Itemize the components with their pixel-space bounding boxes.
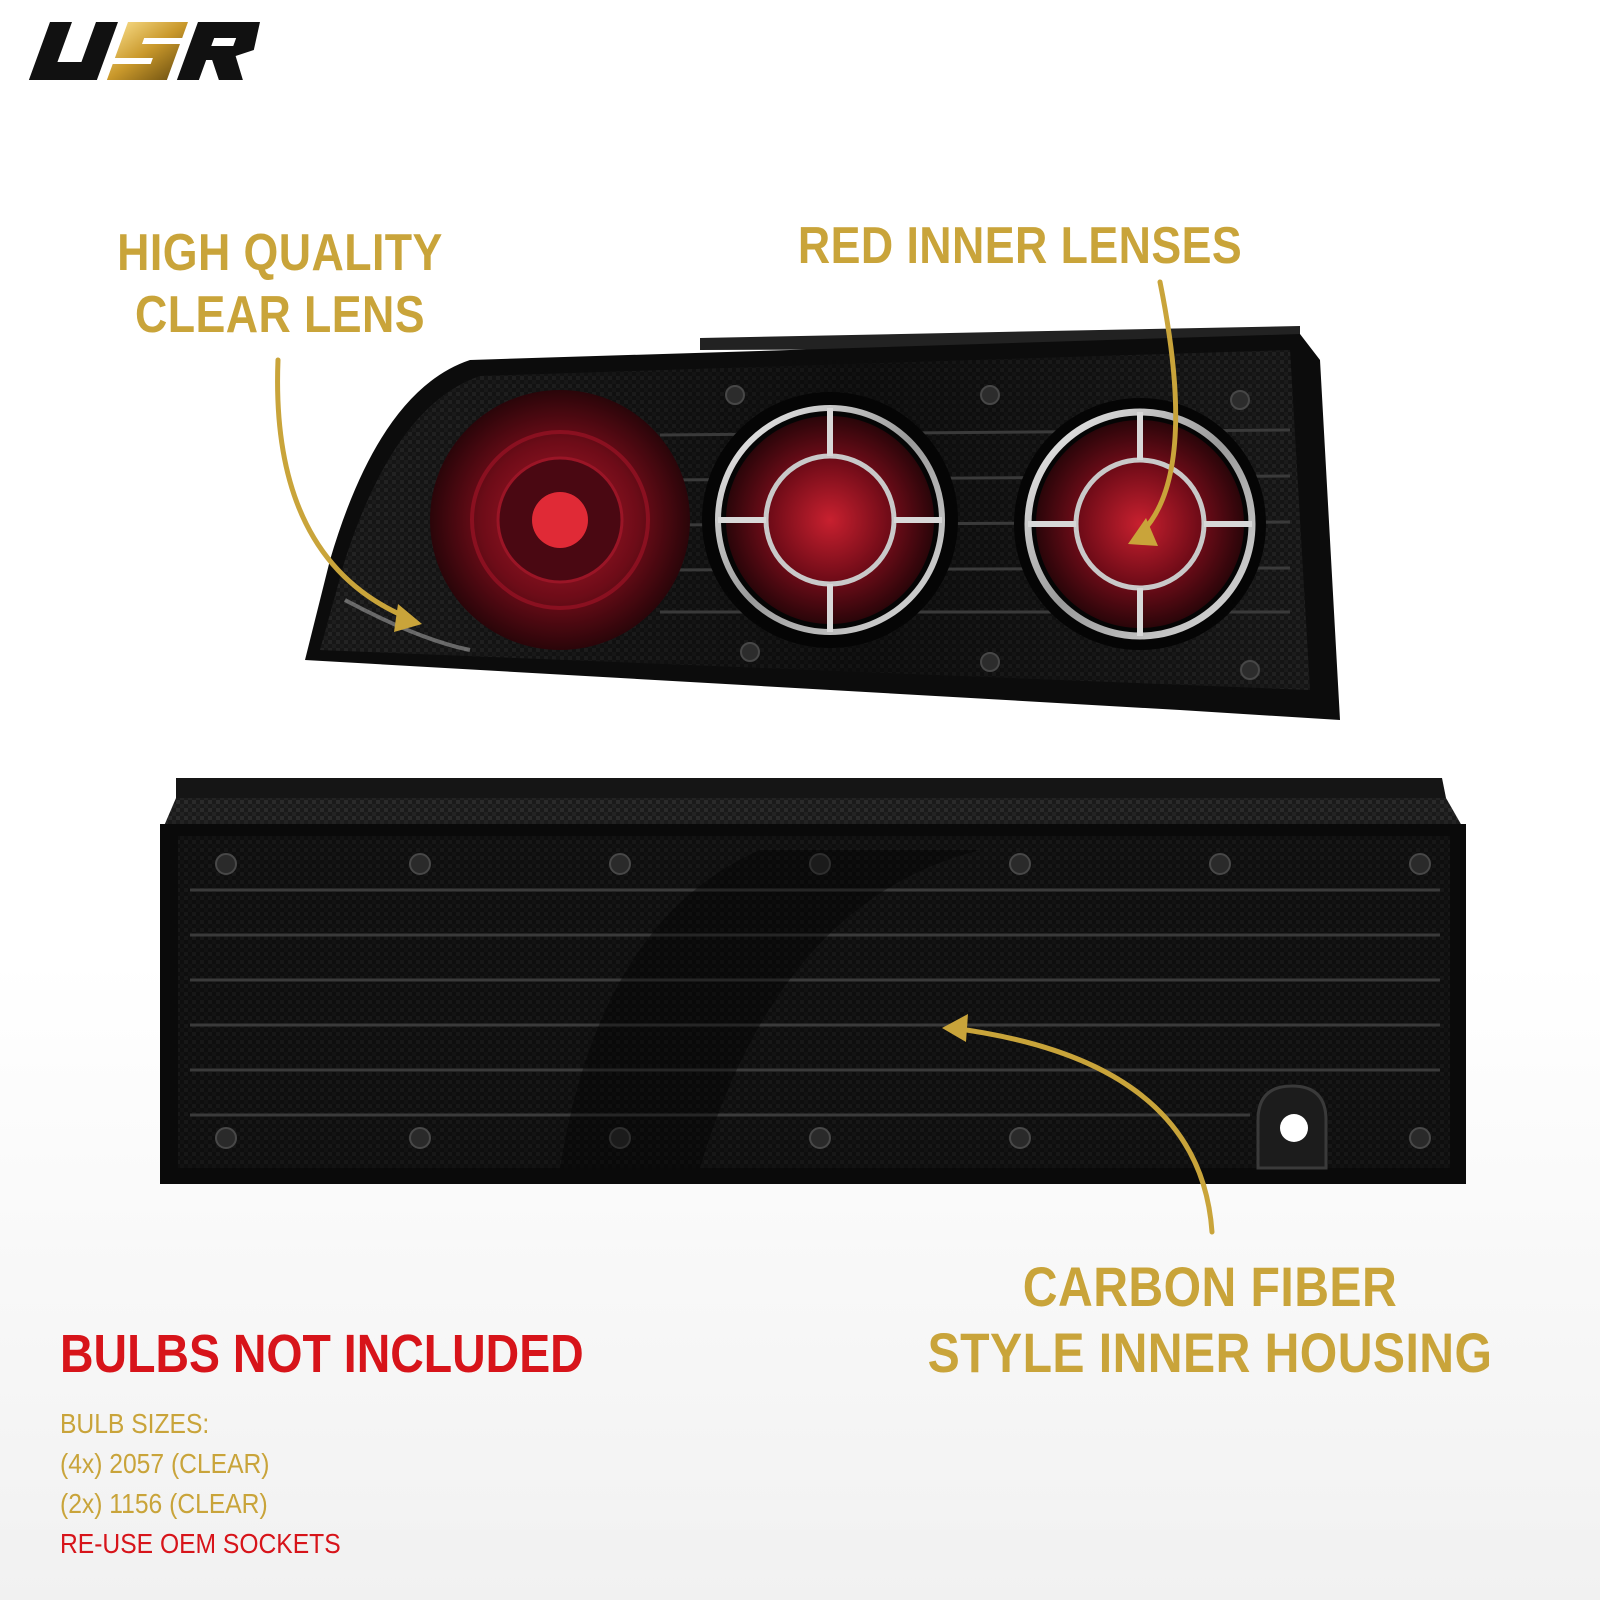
callout-clear-lens-line-2: CLEAR LENS (134, 286, 426, 344)
callout-housing-line-2: STYLE INNER HOUSING (927, 1321, 1493, 1384)
bulb-sizes-label: BULB SIZES: (60, 1408, 210, 1439)
bulb-size-1156: (2x) 1156 (CLEAR) (60, 1488, 268, 1519)
usr-logo (28, 22, 260, 80)
callout-housing: CARBON FIBER STYLE INNER HOUSING (926, 1254, 1494, 1386)
arrowhead-clear-lens (394, 604, 422, 632)
arrowhead-red-lenses (1128, 518, 1158, 546)
arrow-clear-lens (275, 357, 411, 621)
bulb-notice: BULBS NOT INCLUDED BULB SIZES: (4x) 2057… (60, 1324, 760, 1564)
tail-light-upper (305, 326, 1340, 720)
callout-arrows (275, 279, 1215, 1235)
callout-housing-line-1: CARBON FIBER (1022, 1255, 1398, 1318)
callout-clear-lens: HIGH QUALITY CLEAR LENS (91, 222, 469, 346)
callout-red-lenses: RED INNER LENSES (788, 215, 1252, 277)
callout-red-lenses-line-1: RED INNER LENSES (797, 217, 1243, 275)
arrow-housing (949, 1025, 1215, 1235)
arrow-red-lenses (1135, 279, 1179, 539)
callout-clear-lens-line-1: HIGH QUALITY (117, 224, 443, 282)
arrowhead-housing (942, 1014, 968, 1042)
bulbs-not-included-title: BULBS NOT INCLUDED (60, 1324, 584, 1384)
bulb-size-2057: (4x) 2057 (CLEAR) (60, 1448, 270, 1479)
trunk-garnish-panel (160, 778, 1466, 1184)
reuse-oem-sockets-note: RE-USE OEM SOCKETS (60, 1528, 341, 1559)
